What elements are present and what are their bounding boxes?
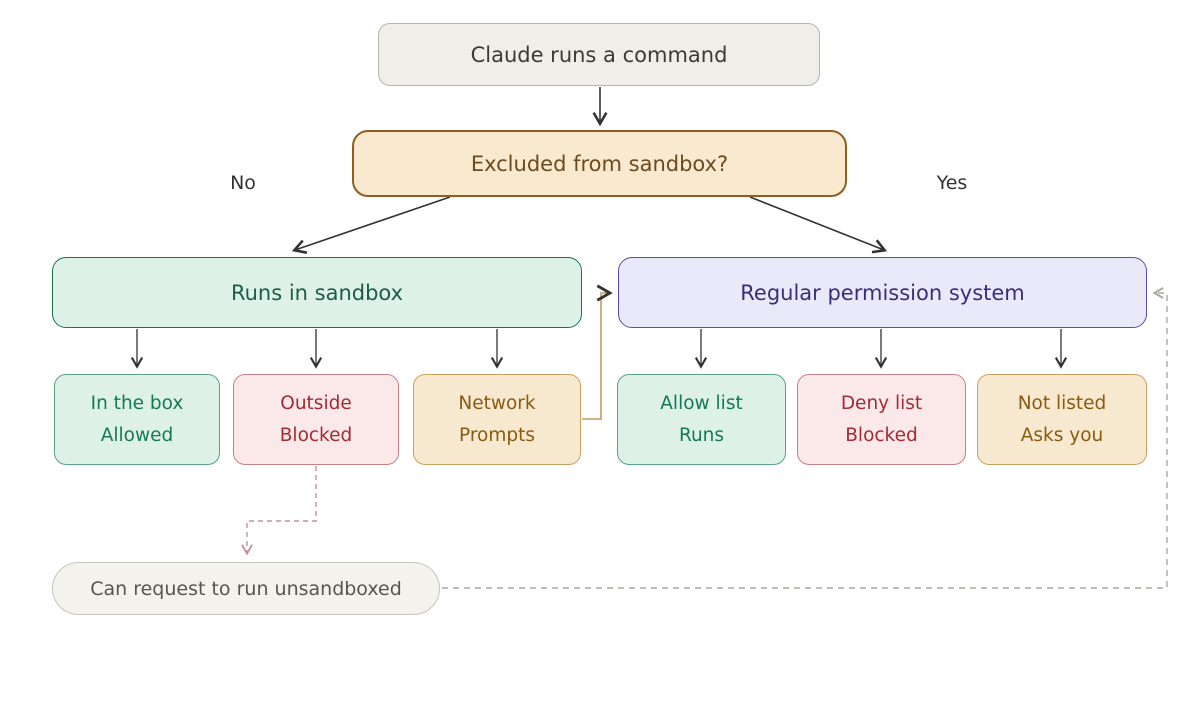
edge-label-no: No (230, 172, 256, 194)
node-excluded-from-sandbox-label: Excluded from sandbox? (470, 151, 729, 176)
node-not-listed-line2: Asks you (1020, 424, 1104, 446)
edge-outside-to-request (241, 466, 317, 556)
node-deny-list-blocked: Deny list Blocked (797, 374, 966, 465)
node-excluded-from-sandbox: Excluded from sandbox? (352, 130, 847, 197)
node-allow-list-runs: Allow list Runs (617, 374, 786, 465)
node-in-the-box-line2: Allowed (100, 424, 174, 446)
node-network-line2: Prompts (458, 424, 535, 446)
node-allow-list-line2: Runs (678, 424, 725, 446)
node-in-the-box-line1: In the box (90, 392, 184, 414)
node-not-listed-asks-you: Not listed Asks you (977, 374, 1147, 465)
node-network-line1: Network (458, 392, 536, 414)
edge-request-to-permission (442, 287, 1168, 589)
node-claude-runs-command: Claude runs a command (378, 23, 820, 86)
node-not-listed-line1: Not listed (1017, 392, 1107, 414)
edge-label-yes: Yes (936, 172, 968, 194)
node-regular-permission-system: Regular permission system (618, 257, 1147, 328)
node-outside-line1: Outside (280, 392, 352, 414)
node-outside-line2: Blocked (279, 424, 353, 446)
node-regular-permission-system-label: Regular permission system (740, 280, 1025, 305)
node-claude-runs-command-label: Claude runs a command (470, 42, 728, 67)
node-can-request-unsandboxed: Can request to run unsandboxed (52, 562, 440, 615)
node-runs-in-sandbox: Runs in sandbox (52, 257, 582, 328)
edge-network-to-permission (582, 284, 613, 420)
edge-decision-no-to-sandbox (291, 196, 451, 254)
node-allow-list-line1: Allow list (660, 392, 743, 414)
node-deny-list-line1: Deny list (840, 392, 923, 414)
node-runs-in-sandbox-label: Runs in sandbox (230, 280, 404, 305)
node-in-the-box-allowed: In the box Allowed (54, 374, 220, 465)
node-can-request-unsandboxed-label: Can request to run unsandboxed (90, 577, 402, 600)
edge-decision-yes-to-permission (749, 196, 888, 254)
node-deny-list-line2: Blocked (845, 424, 918, 446)
node-network-prompts: Network Prompts (413, 374, 581, 465)
node-outside-blocked: Outside Blocked (233, 374, 399, 465)
